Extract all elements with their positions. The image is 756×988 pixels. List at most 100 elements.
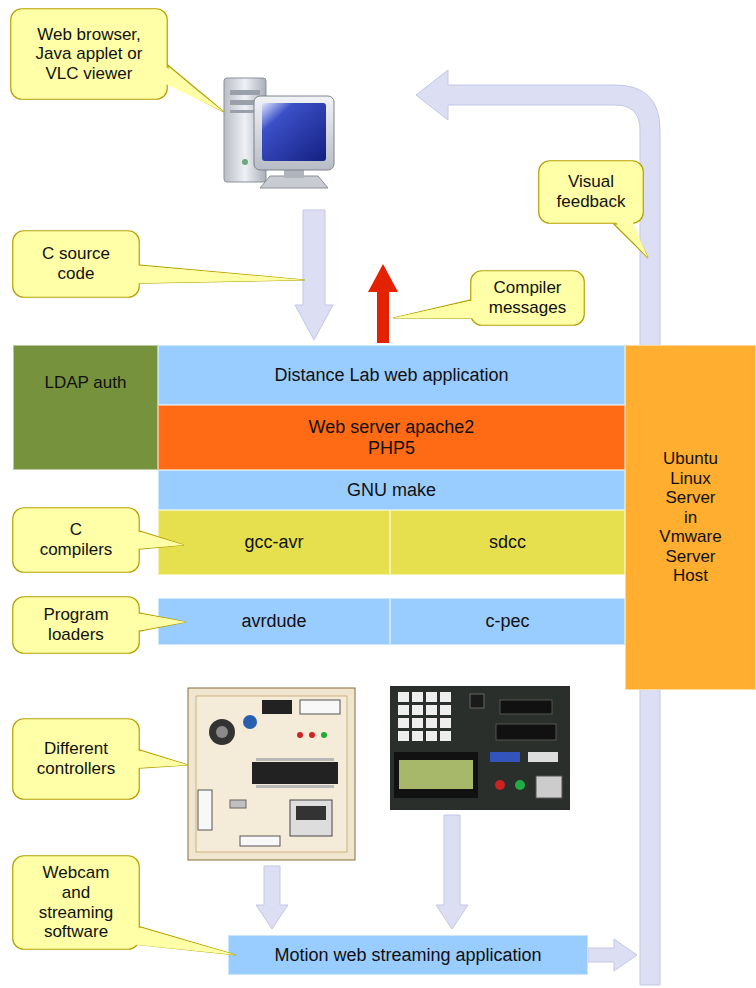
keypad	[398, 718, 409, 728]
callout-tail-fill	[136, 750, 188, 768]
node-label: Web server apache2 PHP5	[297, 417, 487, 458]
keypad	[398, 692, 451, 741]
layer-box: GNU make	[158, 470, 625, 510]
callout-tail-fill	[614, 220, 648, 258]
keypad	[398, 731, 409, 741]
loader-box: c-pec	[390, 598, 625, 645]
avr-board-photo	[262, 700, 292, 714]
avr-board-photo	[209, 719, 235, 745]
compiler-box: sdcc	[390, 510, 625, 575]
8051-board-photo	[515, 780, 525, 790]
node-label: Different controllers	[29, 739, 124, 778]
node-label: Compiler messages	[480, 278, 575, 317]
avr-board-photo	[300, 700, 340, 714]
avr-board-photo	[321, 732, 327, 738]
avr-board-photo	[188, 688, 355, 860]
speech-callout: Web browser, Java applet or VLC viewer	[10, 8, 168, 100]
speech-callout: C compilers	[12, 507, 140, 573]
auth-block: LDAP auth	[13, 345, 158, 470]
keypad	[398, 705, 409, 715]
controller-output-arrow	[256, 866, 288, 929]
avr-board-photo	[198, 790, 212, 830]
compiler-messages-arrow	[368, 264, 398, 343]
avr-board-photo	[188, 688, 355, 860]
keypad	[412, 731, 423, 741]
callout-tail-fill	[393, 300, 474, 318]
node-label: Webcam and streaming software	[31, 863, 121, 941]
layer-box: Distance Lab web application	[158, 345, 625, 405]
loader-box: avrdude	[158, 598, 390, 645]
speech-callout: Program loaders	[12, 596, 140, 654]
keypad	[440, 705, 451, 715]
computer-icon	[224, 78, 334, 188]
keypad	[426, 692, 437, 702]
node-label: LDAP auth	[45, 373, 127, 393]
node-label: sdcc	[489, 532, 526, 553]
callout-body	[11, 9, 168, 100]
8051-board-photo	[496, 724, 556, 740]
keypad	[412, 718, 423, 728]
computer-icon	[242, 159, 248, 165]
avr-board-photo	[252, 762, 338, 784]
speech-callout: Compiler messages	[470, 270, 585, 326]
8051-board-photo	[470, 694, 484, 708]
avr-board-photo	[240, 836, 280, 846]
keypad	[426, 731, 437, 741]
keypad	[440, 718, 451, 728]
app-box: Motion web streaming application	[228, 935, 588, 975]
computer-icon	[262, 103, 326, 161]
node-label: Web browser, Java applet or VLC viewer	[27, 25, 152, 84]
source-code-arrow	[295, 210, 333, 340]
controller-output-arrow	[436, 815, 468, 929]
feedback-arrow	[588, 939, 637, 971]
avr-board-photo	[296, 806, 326, 820]
callout-body	[539, 161, 644, 224]
speech-callout: Webcam and streaming software	[12, 855, 140, 950]
avr-board-photo	[309, 732, 315, 738]
node-label: Visual feedback	[546, 172, 636, 211]
source-code-arrow	[295, 210, 333, 340]
node-label: c-pec	[485, 611, 529, 632]
8051-board-photo	[399, 760, 473, 789]
avr-board-photo	[256, 785, 334, 788]
node-label: C compilers	[36, 520, 116, 559]
avr-board-photo	[216, 726, 228, 738]
keypad	[440, 692, 451, 702]
compiler-messages-arrow	[368, 264, 398, 343]
speech-callout: Different controllers	[12, 718, 140, 800]
avr-board-photo	[196, 696, 347, 852]
callout-body	[13, 508, 140, 573]
callout-body	[13, 719, 140, 800]
avr-board-photo	[290, 800, 332, 836]
speech-callout: Visual feedback	[538, 160, 644, 224]
node-label: Program loaders	[31, 605, 121, 644]
node-label: Distance Lab web application	[274, 365, 508, 386]
node-label: C source code	[31, 244, 121, 283]
node-label: Ubuntu Linux Server in Vmware Server Hos…	[659, 449, 723, 586]
callout-body	[13, 856, 140, 950]
node-label: GNU make	[347, 480, 436, 501]
avr-board-photo	[230, 800, 246, 808]
8051-board-photo	[390, 686, 570, 810]
8051-board-photo	[390, 686, 570, 810]
compiler-box: gcc-avr	[158, 510, 390, 575]
8051-board-photo	[528, 752, 558, 762]
keypad	[440, 731, 451, 741]
callout-tail-fill	[136, 927, 236, 955]
keypad	[426, 705, 437, 715]
8051-board-photo	[490, 752, 520, 762]
avr-board-photo	[297, 732, 303, 738]
computer-icon	[230, 90, 260, 95]
callout-tail-fill	[136, 265, 305, 283]
8051-board-photo	[500, 700, 552, 714]
keypad	[398, 692, 409, 702]
8051-board-photo	[536, 776, 562, 798]
speech-callout: C source code	[12, 230, 140, 298]
node-label: avrdude	[241, 611, 306, 632]
layer-box: Web server apache2 PHP5	[158, 405, 625, 470]
node-label: gcc-avr	[244, 532, 303, 553]
keypad	[426, 718, 437, 728]
callout-tail-fill	[164, 65, 224, 112]
